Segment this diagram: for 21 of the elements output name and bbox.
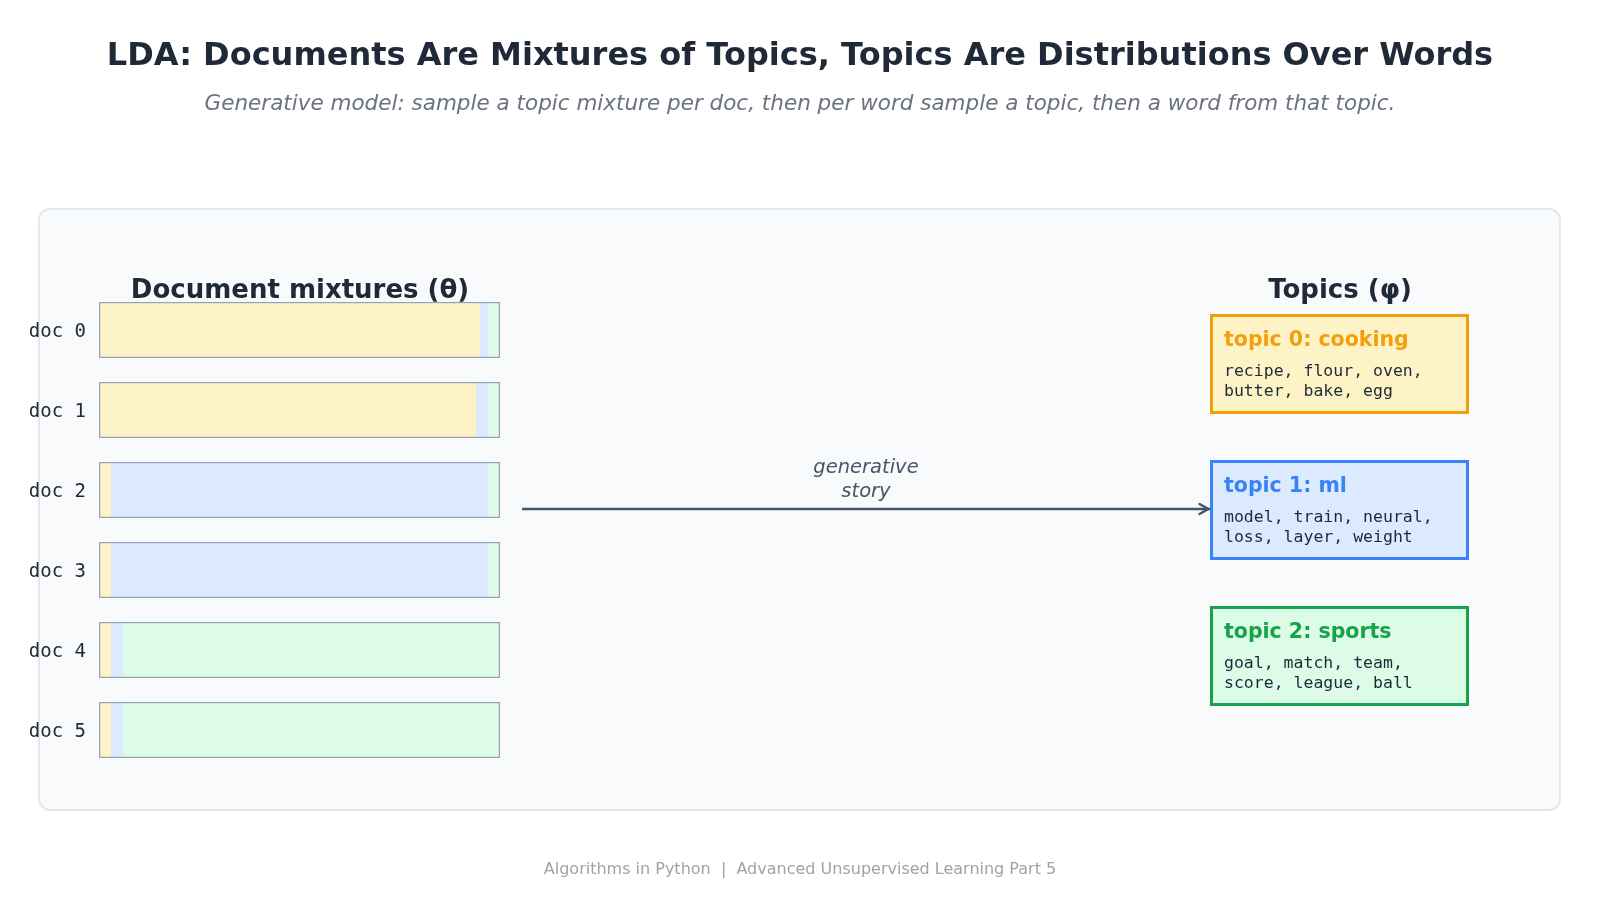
- subtitle: Generative model: sample a topic mixture per doc, then per word sample a topic, then a word from that topic.: [204, 89, 1396, 117]
- topic-heading: topic 1: ml: [1224, 473, 1348, 497]
- topic-heading: topic 0: cooking: [1224, 327, 1410, 351]
- word-list: model, train, neural, loss, layer, weight: [1224, 507, 1455, 547]
- word-list: recipe, flour, oven, butter, bake, egg: [1224, 361, 1455, 401]
- category-label: doc 2: [28, 478, 86, 502]
- chart-title: Document mixtures (θ): [130, 274, 470, 304]
- category-label: doc 1: [28, 398, 86, 422]
- category-label: doc 4: [28, 638, 86, 662]
- footer-note: Algorithms in Python | Advanced Unsupervised Learning Part 5: [543, 859, 1057, 879]
- topic-card: [1210, 606, 1469, 706]
- arrow: [522, 502, 1210, 516]
- category-label: doc 5: [28, 718, 86, 742]
- topic-heading: topic 2: sports: [1224, 619, 1393, 643]
- section-heading: Topics (φ): [1268, 274, 1412, 304]
- category-label: doc 3: [28, 558, 86, 582]
- word-list: goal, match, team, score, league, ball: [1224, 653, 1455, 693]
- category-label: doc 0: [28, 318, 86, 342]
- title: LDA: Documents Are Mixtures of Topics, Topics Are Distributions Over Words: [106, 34, 1494, 74]
- topic-card: [1210, 314, 1469, 414]
- topic-card: [1210, 460, 1469, 560]
